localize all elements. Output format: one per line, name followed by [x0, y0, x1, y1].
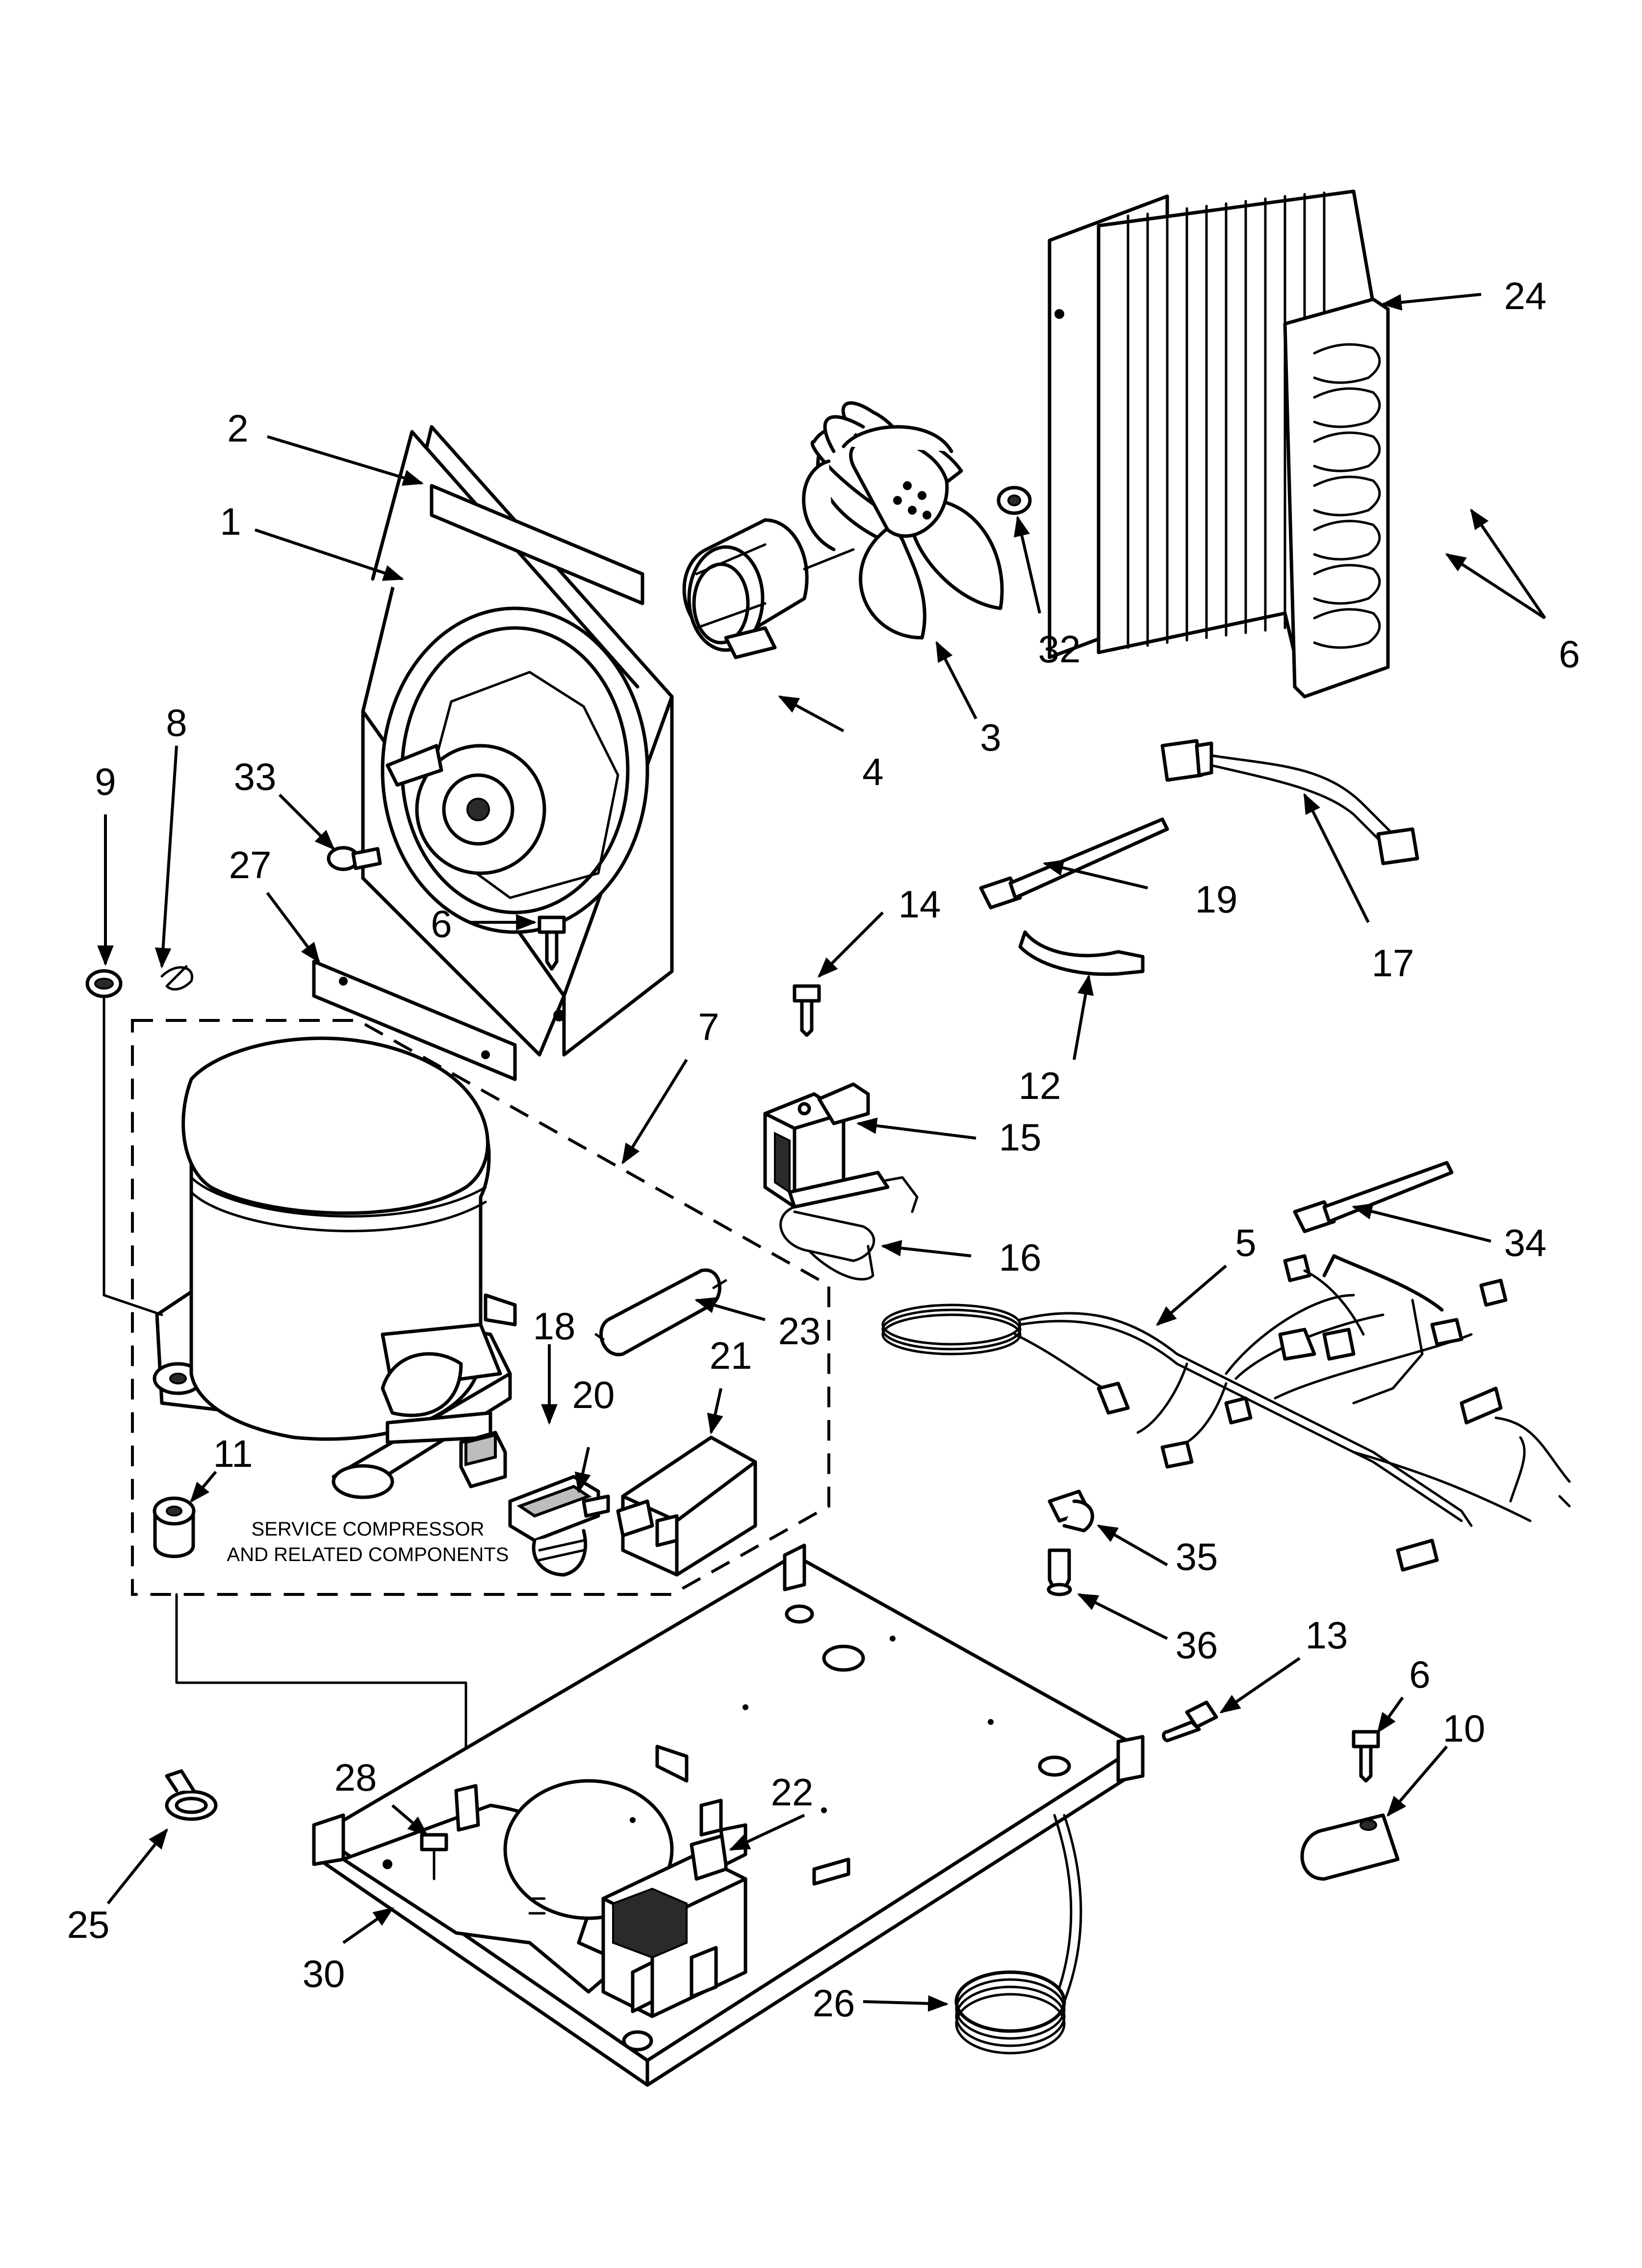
callout-labels: 1 2 3 4 5 6 6 6 7 8 9 10 11 12 13 14 15 … [67, 274, 1580, 2025]
callout-12: 12 [1019, 1064, 1061, 1107]
callout-6-clamp: 6 [1409, 1653, 1430, 1696]
callout-3: 3 [980, 716, 1001, 759]
screw [1047, 1548, 1072, 1596]
leader-lines [97, 293, 1546, 2012]
mounting-clamp [1300, 1813, 1400, 1881]
condenser-fan-shroud [361, 425, 674, 1057]
fan-motor [682, 518, 855, 659]
bracket [312, 960, 517, 1081]
callout-36: 36 [1176, 1623, 1218, 1667]
callout-32: 32 [1038, 627, 1081, 671]
callout-28: 28 [334, 1756, 377, 1799]
callout-11: 11 [213, 1432, 253, 1475]
clip [160, 965, 194, 991]
fan-blade [802, 401, 1004, 640]
callout-1: 1 [220, 500, 241, 543]
callout-13: 13 [1306, 1614, 1348, 1657]
valve-assembly [601, 1799, 747, 2018]
callout-15: 15 [999, 1116, 1042, 1159]
callout-6-shroud: 6 [431, 902, 452, 945]
callout-2: 2 [227, 407, 248, 450]
callout-24: 24 [1504, 274, 1547, 317]
service-note-line1: SERVICE COMPRESSOR [252, 1518, 485, 1540]
callout-7: 7 [698, 1005, 719, 1048]
grommet [85, 969, 123, 998]
screw [1162, 1700, 1218, 1743]
rubber-grommet-foot [153, 1496, 196, 1558]
overload-relay [459, 1431, 507, 1488]
screw [420, 1833, 448, 1880]
callout-26: 26 [813, 1981, 855, 2025]
callout-18: 18 [533, 1304, 576, 1348]
callout-33: 33 [234, 755, 277, 798]
callout-10: 10 [1443, 1707, 1486, 1750]
washer [997, 486, 1032, 515]
callout-14: 14 [898, 883, 941, 926]
base-pan [312, 1543, 1145, 2087]
service-note-line2: AND RELATED COMPONENTS [227, 1544, 509, 1565]
screw [793, 984, 821, 1037]
wire-bracket [779, 1171, 919, 1281]
compressor [153, 1036, 517, 1499]
callout-30: 30 [303, 1952, 345, 1995]
hose-clamp [165, 1769, 218, 1821]
callout-35: 35 [1176, 1535, 1218, 1578]
callout-27: 27 [229, 843, 272, 886]
callout-17: 17 [1372, 941, 1414, 985]
top-strip [430, 484, 644, 605]
switch [763, 1082, 870, 1209]
callout-9: 9 [95, 760, 116, 803]
main-wire-harness [881, 1254, 1571, 1572]
condenser [1048, 189, 1390, 699]
callout-23: 23 [778, 1309, 821, 1353]
callout-19: 19 [1195, 878, 1238, 921]
wire-harness [1160, 739, 1419, 865]
tube [1018, 930, 1145, 976]
callout-34: 34 [1504, 1221, 1547, 1264]
callout-16: 16 [999, 1236, 1042, 1279]
screw [327, 846, 382, 871]
callout-6-condenser: 6 [1559, 632, 1580, 676]
screw [1352, 1730, 1380, 1783]
tubing-coil [954, 1814, 1082, 2055]
callout-5: 5 [1235, 1221, 1256, 1264]
callout-4: 4 [862, 750, 883, 793]
callout-20: 20 [572, 1373, 615, 1416]
start-device [508, 1475, 610, 1577]
service-compressor-boundary [131, 1019, 830, 1596]
callout-25: 25 [67, 1903, 110, 1946]
wire-clip [1048, 1489, 1094, 1533]
cable-tie [979, 817, 1169, 910]
callout-21: 21 [710, 1334, 752, 1377]
cable-tie [1293, 1161, 1454, 1233]
callout-22: 22 [771, 1771, 814, 1814]
capacitor [616, 1435, 757, 1577]
callout-8: 8 [166, 701, 187, 744]
service-note: SERVICE COMPRESSOR AND RELATED COMPONENT… [227, 1518, 509, 1565]
filter-drier [594, 1268, 727, 1356]
screw [538, 915, 566, 971]
